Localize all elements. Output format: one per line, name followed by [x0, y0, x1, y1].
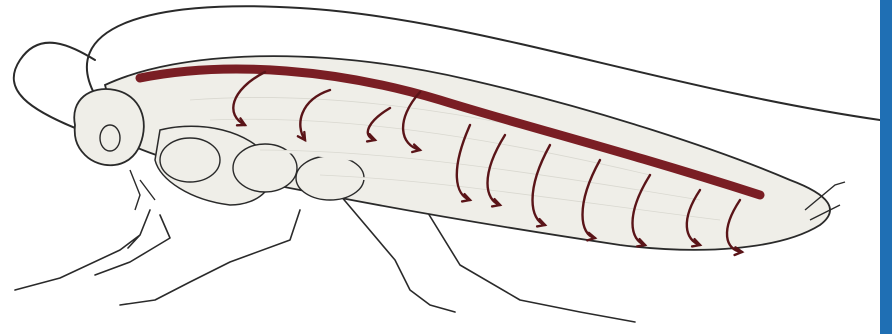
- front-leg-2: [95, 215, 170, 275]
- compound-eye: [100, 125, 120, 151]
- edge-bar: [880, 0, 892, 334]
- front-leg: [15, 210, 150, 290]
- middle-leg: [120, 210, 300, 305]
- coxa-1: [160, 138, 220, 182]
- mouthparts: [130, 170, 155, 210]
